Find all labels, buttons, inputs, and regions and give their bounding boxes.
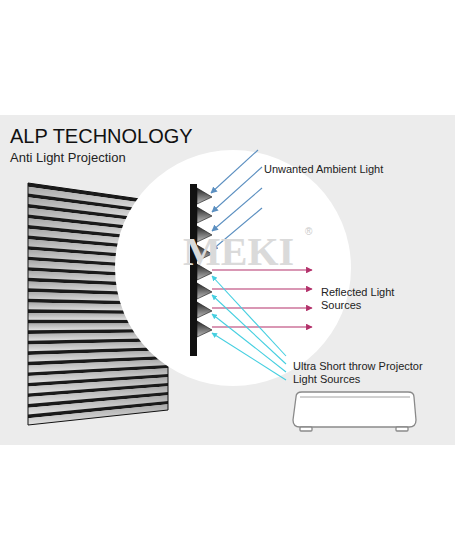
detail-circle: [115, 150, 351, 386]
subtitle: Anti Light Projection: [10, 150, 126, 166]
callout-label: Ultra Short throw Projector Light Source…: [293, 360, 445, 386]
projector-icon: [293, 392, 416, 431]
projector-light-rays: [212, 276, 286, 380]
callout-label: Unwanted Ambient Light: [264, 163, 434, 176]
watermark-mark: ®: [305, 226, 312, 238]
diagram-title: ALP TECHNOLOGY: [10, 124, 193, 148]
callout-label: Reflected Light Sources: [321, 286, 409, 312]
watermark: MEKI: [183, 228, 294, 276]
background-panel: [0, 115, 455, 445]
reflected-light-arrows: [212, 270, 312, 327]
